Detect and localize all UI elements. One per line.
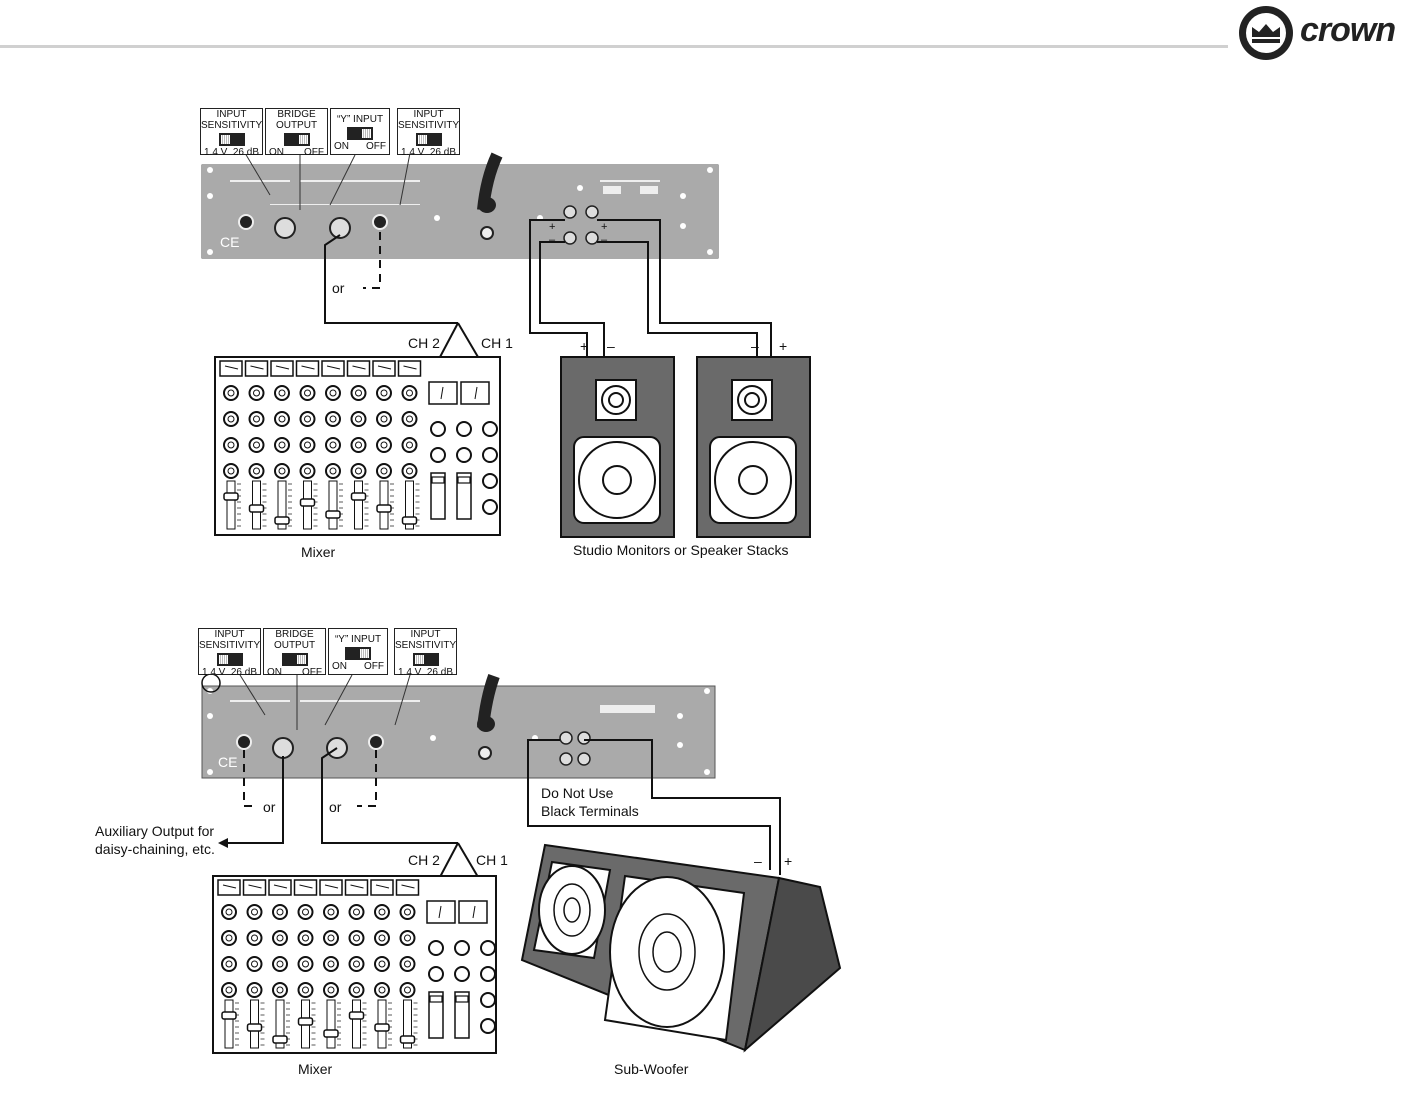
ch2-label: CH 2: [408, 335, 440, 351]
ch1-label: CH 1: [476, 852, 508, 868]
terminal-note-line2: Black Terminals: [541, 803, 639, 819]
input-sensitivity-switch-ch2[interactable]: INPUT SENSITIVITY 1.4 V 26 dB: [200, 108, 263, 158]
switch-right-label: OFF: [304, 147, 324, 158]
switch-left-label: ON: [269, 147, 284, 158]
switch-title: “Y” INPUT: [336, 114, 384, 125]
switch-title: INPUT SENSITIVITY: [201, 109, 263, 131]
terminal-note-line1: Do Not Use: [541, 785, 614, 801]
switch-right-label: 26 dB: [230, 667, 257, 678]
speaker-left-plus: +: [580, 338, 589, 354]
mixer-label: Mixer: [301, 544, 336, 560]
aux-output-label-line2: daisy-chaining, etc.: [95, 841, 215, 857]
input-sensitivity-switch-ch2[interactable]: INPUT SENSITIVITY 1.4 V 26 dB: [198, 628, 261, 678]
studio-monitor-right: [696, 356, 811, 538]
brand-name: crown: [1300, 11, 1396, 49]
y-input-switch[interactable]: “Y” INPUT ON OFF: [330, 108, 390, 155]
bridge-output-switch[interactable]: BRIDGE OUTPUT ON OFF: [265, 108, 328, 158]
sub-woofer: [520, 843, 842, 1053]
switch-left-label: 1.4 V: [202, 667, 226, 678]
header-rule: [0, 45, 1228, 48]
slider-toggle-icon: [345, 647, 371, 660]
bridge-output-switch[interactable]: BRIDGE OUTPUT ON OFF: [263, 628, 326, 678]
crown-emblem-icon: [1239, 6, 1293, 60]
switch-title: BRIDGE OUTPUT: [275, 109, 318, 131]
sub-plus-label: +: [784, 853, 793, 869]
switch-title: INPUT SENSITIVITY: [395, 629, 457, 651]
plus-terminal-label: +: [601, 221, 608, 233]
plus-terminal-label: +: [549, 221, 556, 233]
switch-left-label: ON: [267, 667, 282, 678]
speaker-right-minus: –: [751, 338, 759, 354]
aux-output-label-line1: Auxiliary Output for: [95, 823, 215, 839]
or-label: or: [332, 280, 345, 296]
speaker-right-plus: +: [779, 338, 788, 354]
slider-toggle-icon: [347, 127, 373, 140]
svg-text:CE: CE: [220, 234, 239, 250]
mixer-label: Mixer: [298, 1061, 333, 1077]
switch-right-label: OFF: [302, 667, 322, 678]
sub-woofer-label: Sub-Woofer: [614, 1061, 689, 1077]
amplifier-rear-panel-2: CE: [201, 673, 716, 779]
y-input-switch[interactable]: “Y” INPUT ON OFF: [328, 628, 388, 675]
or-label-right: or: [329, 799, 342, 815]
switch-left-label: 1.4 V: [401, 147, 425, 158]
switch-title: BRIDGE OUTPUT: [273, 629, 316, 651]
slider-toggle-icon: [281, 653, 308, 666]
switch-right-label: 26 dB: [429, 147, 456, 158]
switch-left-label: 1.4 V: [398, 667, 422, 678]
mixer-2: [212, 875, 497, 1054]
crown-logo: crown: [1236, 3, 1418, 61]
input-sensitivity-switch-ch1[interactable]: INPUT SENSITIVITY 1.4 V 26 dB: [394, 628, 457, 678]
switch-right-label: 26 dB: [232, 147, 259, 158]
sub-minus-label: –: [754, 853, 762, 869]
switch-left-label: ON: [334, 141, 349, 152]
switch-title: INPUT SENSITIVITY: [398, 109, 460, 131]
minus-terminal-label: –: [549, 234, 556, 246]
slider-toggle-icon: [218, 133, 245, 146]
minus-terminal-label: –: [601, 234, 608, 246]
speaker-left-minus: –: [607, 338, 615, 354]
or-label-left: or: [263, 799, 276, 815]
switch-right-label: OFF: [366, 141, 386, 152]
switch-right-label: 26 dB: [426, 667, 453, 678]
ch2-label: CH 2: [408, 852, 440, 868]
slider-toggle-icon: [216, 653, 243, 666]
input-sensitivity-switch-ch1[interactable]: INPUT SENSITIVITY 1.4 V 26 dB: [397, 108, 460, 158]
ch1-label: CH 1: [481, 335, 513, 351]
switch-left-label: ON: [332, 661, 347, 672]
switch-right-label: OFF: [364, 661, 384, 672]
switch-left-label: 1.4 V: [204, 147, 228, 158]
slider-toggle-icon: [412, 653, 439, 666]
switch-title: INPUT SENSITIVITY: [199, 629, 261, 651]
mixer-1: [214, 356, 501, 536]
studio-monitor-left: [560, 356, 675, 538]
speakers-label: Studio Monitors or Speaker Stacks: [573, 542, 789, 558]
svg-text:CE: CE: [218, 754, 237, 770]
switch-title: “Y” INPUT: [334, 634, 382, 645]
slider-toggle-icon: [415, 133, 442, 146]
slider-toggle-icon: [283, 133, 310, 146]
